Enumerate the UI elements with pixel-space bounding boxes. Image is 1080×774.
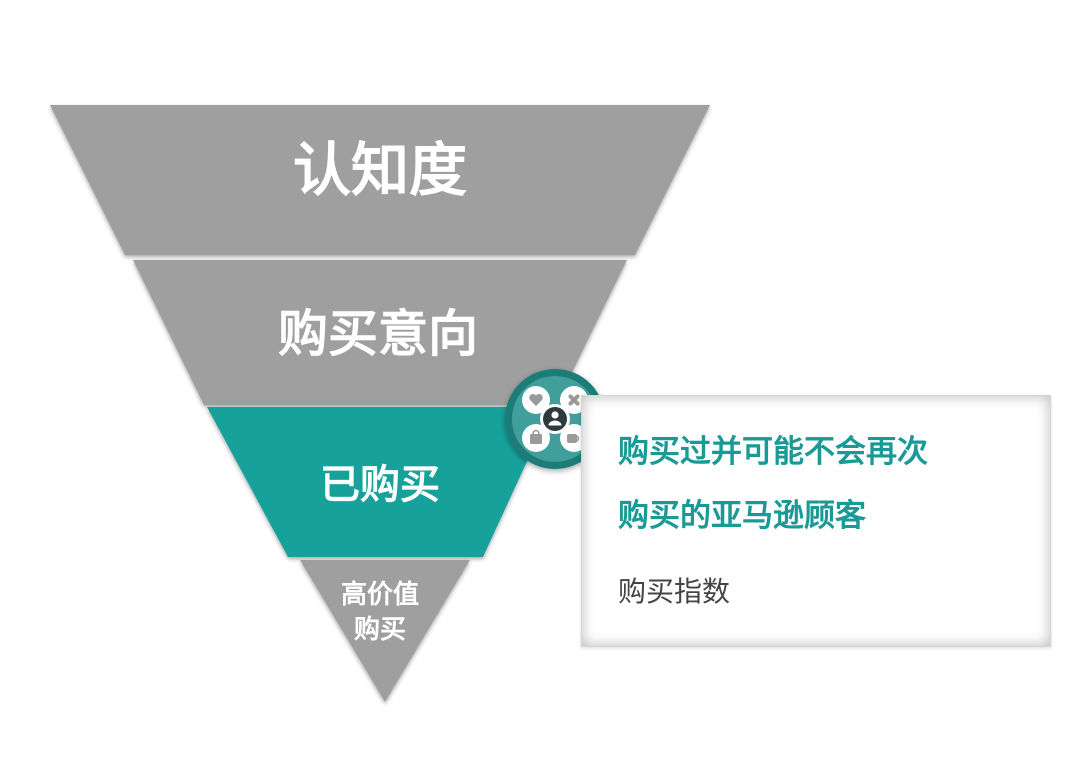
callout-title: 购买过并可能不会再次 购买的亚马逊顾客 [618, 420, 1038, 548]
funnel-stage-purchased-label: 已购买 [320, 462, 440, 508]
funnel-stage-purchased [207, 407, 552, 557]
funnel-stage-purchase-intent-label: 购买意向 [278, 305, 478, 363]
funnel-stage-high-value-label-line2: 购买 [354, 615, 406, 645]
funnel-stage-high-value [300, 560, 470, 702]
callout-card: 购买过并可能不会再次 购买的亚马逊顾客 购买指数 [581, 395, 1051, 647]
funnel-stage-awareness [50, 105, 710, 255]
user-chip-icon [540, 404, 570, 434]
funnel-stage-purchase-intent [133, 260, 627, 405]
shopping-bag-chip-icon [522, 424, 550, 452]
heart-chip-icon [522, 386, 550, 414]
callout-metric-label: 购买指数 [618, 575, 731, 608]
callout-title-line2: 购买的亚马逊顾客 [618, 498, 866, 534]
funnel-stage-high-value-label-line1: 高价值 [341, 579, 419, 610]
callout-title-line1: 购买过并可能不会再次 [618, 434, 928, 470]
funnel-stage-awareness-label: 认知度 [293, 136, 467, 204]
